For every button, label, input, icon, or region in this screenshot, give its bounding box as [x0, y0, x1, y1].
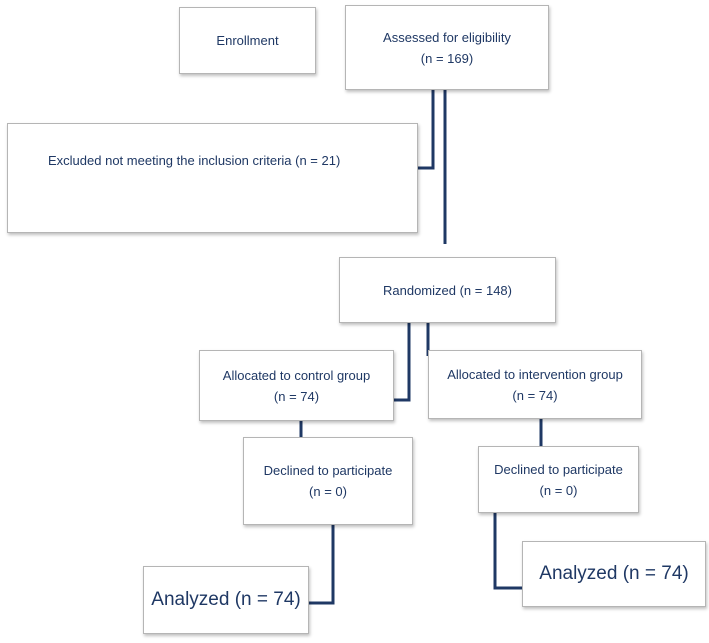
- randomized-label: Randomized (n = 148): [383, 282, 512, 298]
- control-analyzed-label: Analyzed (n = 74): [151, 589, 301, 610]
- control-allocation-box: Allocated to control group (n = 74): [199, 350, 394, 421]
- assessed-label: Assessed for eligibility: [383, 29, 511, 45]
- enrollment-label: Enrollment: [216, 33, 279, 48]
- control-declined-count: (n = 0): [309, 484, 347, 499]
- control-declined-label: Declined to participate: [263, 463, 393, 478]
- intervention-allocation-box: Allocated to intervention group (n = 74): [428, 350, 642, 419]
- intervention-allocation-count: (n = 74): [512, 387, 558, 403]
- connector-randomized-to-control: [394, 322, 411, 402]
- intervention-analyzed-box: Analyzed (n = 74): [522, 541, 706, 607]
- assessed-count: (n = 169): [420, 50, 474, 66]
- randomized-box: Randomized (n = 148): [339, 257, 556, 323]
- excluded-label: Excluded not meeting the inclusion crite…: [48, 153, 341, 168]
- control-allocation-label: Allocated to control group: [222, 367, 371, 383]
- connector-intervention-declined-to-analyzed: [493, 513, 522, 590]
- intervention-analyzed-label: Analyzed (n = 74): [539, 563, 689, 584]
- control-allocation-count: (n = 74): [273, 388, 320, 404]
- intervention-declined-count: (n = 0): [539, 482, 578, 498]
- intervention-allocation-label: Allocated to intervention group: [447, 366, 623, 382]
- enrollment-box: Enrollment: [179, 7, 316, 74]
- connector-control-declined-to-analyzed: [309, 525, 335, 605]
- assessed-box: Assessed for eligibility (n = 169): [345, 5, 549, 90]
- control-analyzed-box: Analyzed (n = 74): [143, 566, 309, 634]
- excluded-box: Excluded not meeting the inclusion crite…: [7, 123, 418, 233]
- intervention-declined-box: Declined to participate (n = 0): [478, 446, 639, 513]
- intervention-declined-label: Declined to participate: [494, 461, 623, 477]
- control-declined-box: Declined to participate (n = 0): [243, 437, 413, 525]
- connector-assessed-to-excluded: [418, 90, 435, 170]
